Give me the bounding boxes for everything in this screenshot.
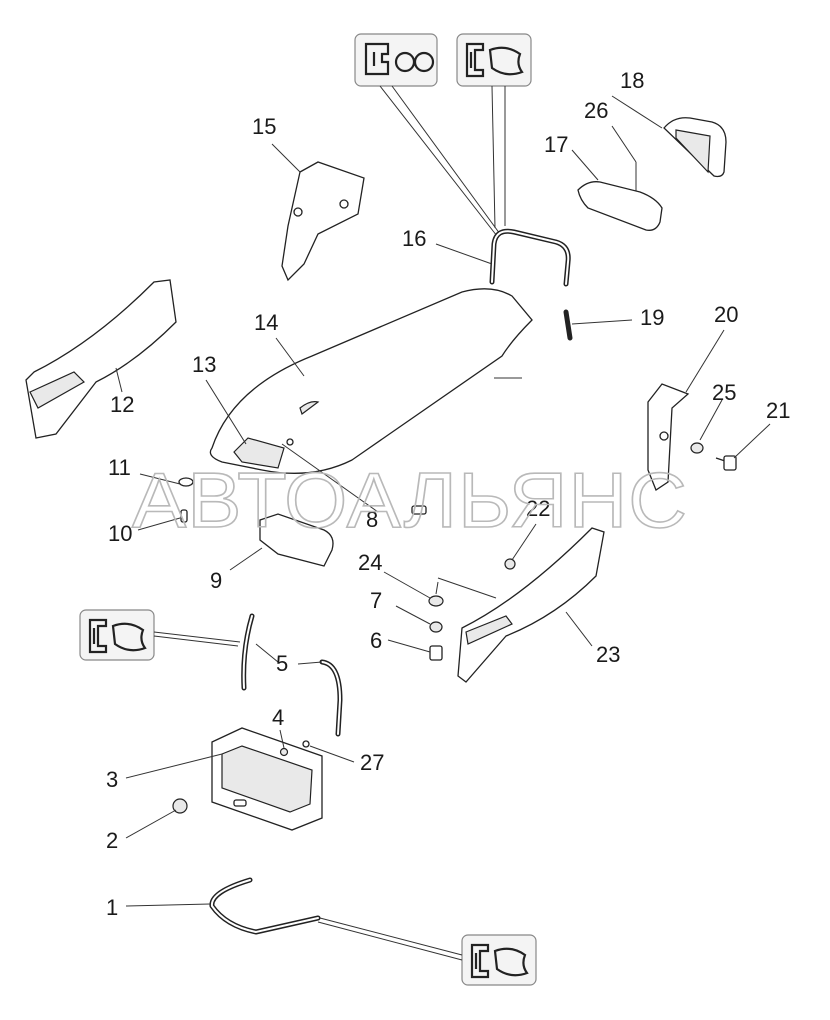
part-11-grommet [178, 477, 194, 487]
watermark: АВТОАЛЬЯНС [132, 456, 688, 544]
callout-16: 16 [402, 226, 426, 251]
callout-11: 11 [108, 455, 131, 480]
part-20-bracket [647, 383, 690, 491]
part-12-left-fender [25, 279, 177, 439]
part-27-plug [302, 740, 310, 748]
callout-2: 2 [106, 828, 118, 853]
callout-21: 21 [766, 398, 790, 423]
callout-24: 24 [358, 550, 382, 575]
part-6-bolt [429, 645, 443, 661]
part-5-seal-right [319, 659, 343, 737]
callout-8: 8 [366, 507, 378, 532]
part-24-washer [428, 595, 444, 607]
part-16-seal-arc [489, 228, 571, 287]
part-13-emblem [233, 437, 294, 469]
callout-18: 18 [620, 68, 644, 93]
seal-profile-icon [461, 934, 537, 986]
callout-20: 20 [714, 302, 738, 327]
callout-26: 26 [584, 98, 608, 123]
callout-22: 22 [526, 496, 550, 521]
callout-7: 7 [370, 588, 382, 613]
part-3-lower-housing [211, 727, 323, 831]
part-9-pad [259, 513, 334, 567]
callout-10: 10 [108, 521, 132, 546]
callout-27: 27 [360, 750, 384, 775]
callout-4: 4 [272, 705, 284, 730]
callout-12: 12 [110, 392, 134, 417]
part-18-grille [663, 117, 727, 178]
callout-15: 15 [252, 114, 276, 139]
callout-1: 1 [106, 895, 118, 920]
part-10-clip [180, 509, 188, 523]
part-19-seal-strip [563, 309, 573, 341]
callout-5: 5 [276, 651, 288, 676]
part-15-side-panel [281, 161, 365, 282]
seal-profile-icon [456, 33, 532, 87]
part-7-nut [429, 621, 443, 633]
seal-profile-icon [79, 609, 155, 661]
part-2-plug [172, 798, 188, 814]
seal-profile-icon [354, 33, 438, 87]
callout-25: 25 [712, 380, 736, 405]
callout-13: 13 [192, 352, 216, 377]
part-21-bolt [715, 455, 737, 471]
part-8-fastener [411, 505, 427, 515]
callout-17: 17 [544, 132, 568, 157]
part-4-screw [279, 747, 289, 757]
part-25-washer [690, 442, 704, 454]
part-23-right-fender [457, 527, 605, 683]
callout-6: 6 [370, 628, 382, 653]
callout-14: 14 [254, 310, 278, 335]
callout-9: 9 [210, 568, 222, 593]
callout-23: 23 [596, 642, 620, 667]
callout-3: 3 [106, 767, 118, 792]
part-14-hood [209, 288, 533, 474]
callout-19: 19 [640, 305, 664, 330]
part-22-nut [504, 558, 516, 570]
part-17-cover [577, 181, 663, 231]
